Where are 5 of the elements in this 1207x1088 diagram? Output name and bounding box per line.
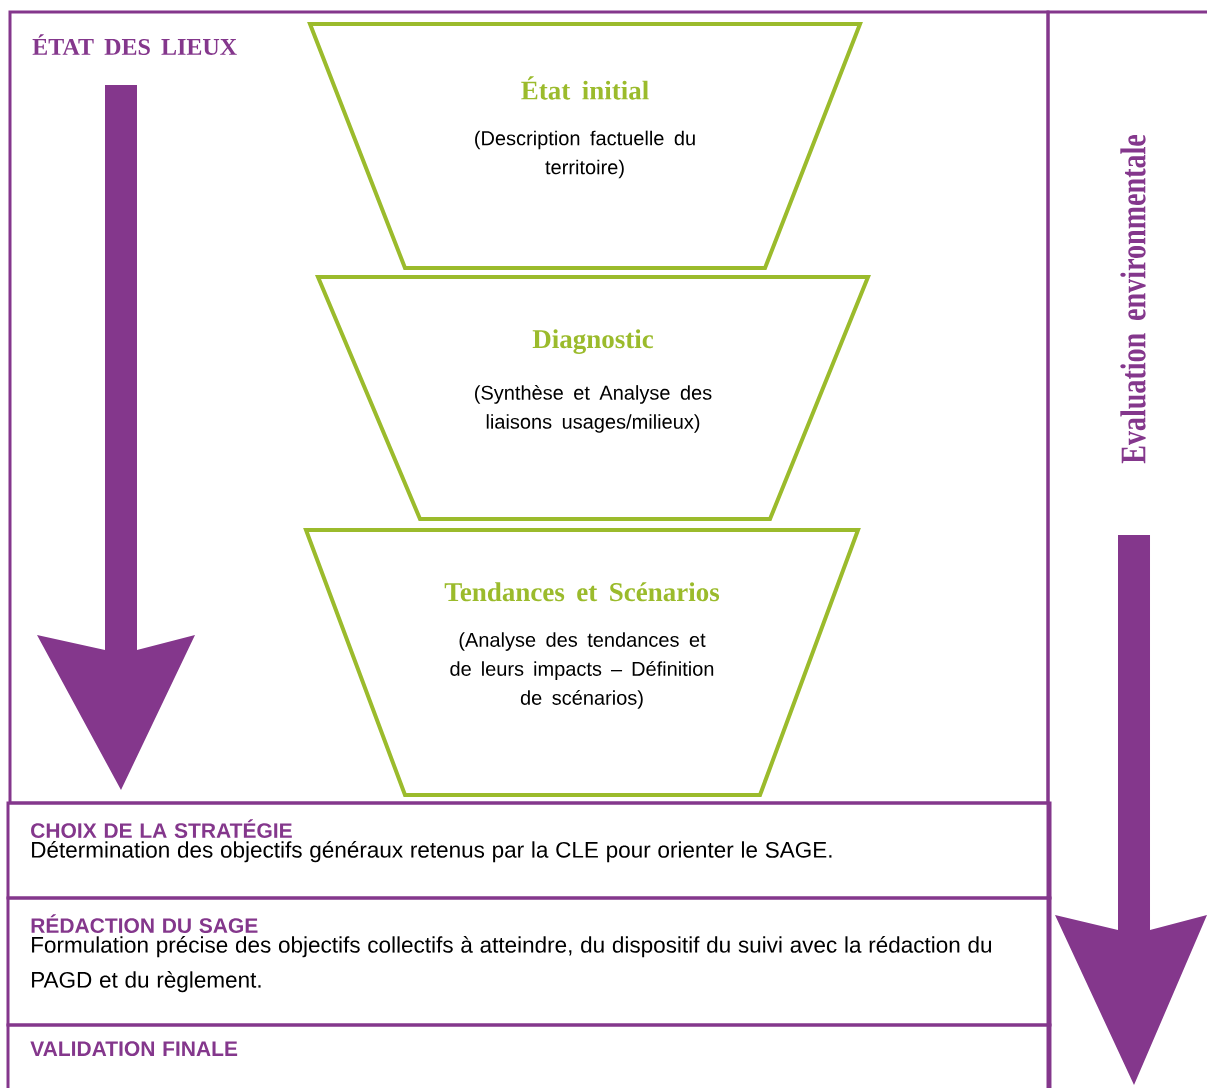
step-box: VALIDATION FINALE	[6, 1023, 1052, 1088]
side-panel: Evaluation environmentale	[1046, 10, 1207, 1088]
node-label: Evaluation environmentale	[1120, 134, 1146, 464]
step-box: RÉDACTION DU SAGE Formulation précise des objectifs collectifs à atteindre, du dispositif du suivi avec la rédaction du PAGD et du règlement.	[6, 896, 1052, 1027]
step-box: CHOIX DE LA STRATÉGIE Détermination des objectifs généraux retenus par la CLE pour orienter le SAGE.	[6, 801, 1052, 900]
